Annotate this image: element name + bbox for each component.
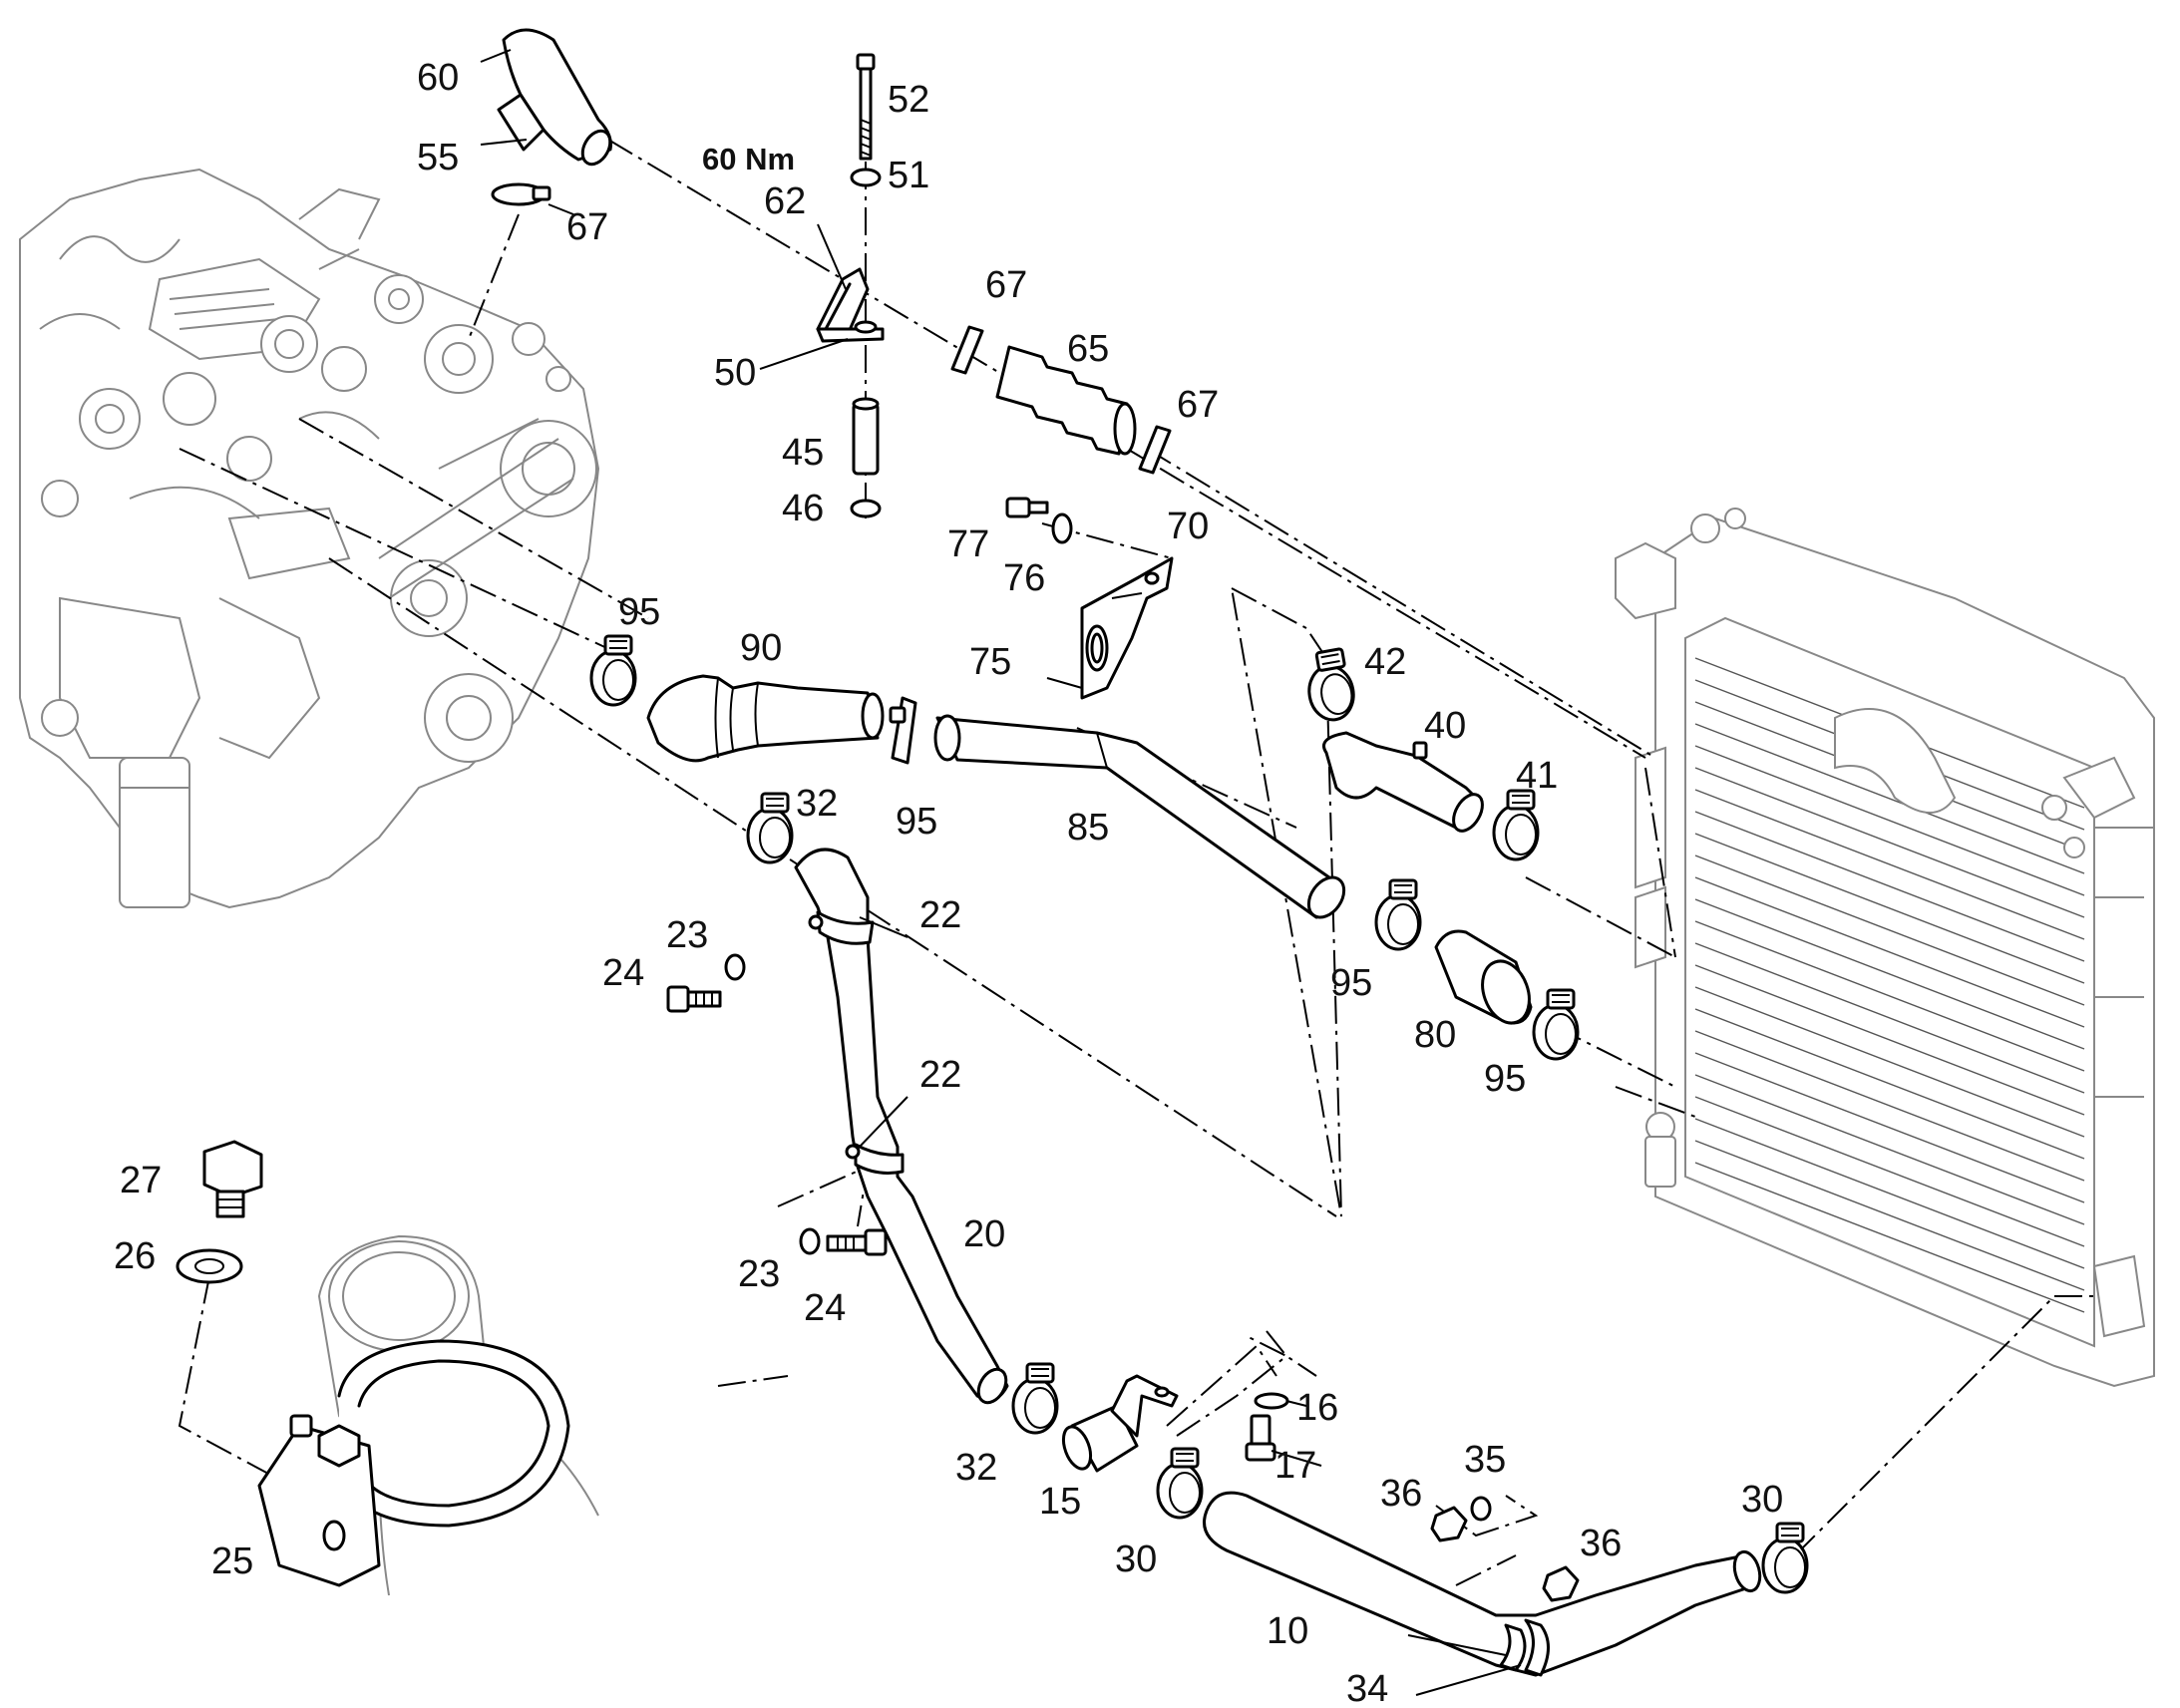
part-67-clamp-c [1138,425,1172,475]
callout-label: 23 [738,1253,780,1295]
callout-label: 67 [1177,384,1219,426]
callout-label: 17 [1274,1445,1316,1487]
part-15-fitting [1061,1374,1179,1473]
callout-label: 70 [1167,506,1209,547]
callout-label: 34 [1346,1668,1388,1708]
callout-label: 50 [714,352,756,394]
part-67-clamp-b [950,325,984,375]
callout-label: 22 [919,894,961,936]
part-45-spacer [852,397,880,476]
callout-label: 27 [120,1160,162,1201]
callout-label: 62 [764,180,806,222]
callout-label: 95 [618,591,660,633]
part-62-bracket [816,267,885,343]
callout-label: 35 [1464,1439,1506,1481]
part-80-sleeve [1434,929,1533,1025]
callout-label: 90 [740,627,782,669]
callout-label: 45 [782,432,824,474]
engine-illustration [19,168,600,909]
callout-label: 65 [1067,328,1109,370]
callout-label: 80 [1414,1014,1456,1056]
part-76-washer [1051,512,1073,544]
part-60-upper-hose [497,28,612,167]
part-46-washer [850,499,882,518]
callout-label: 46 [782,488,824,529]
part-65-bellows-hose [995,345,1137,456]
callout-label: 22 [919,1054,961,1096]
part-30-clamp-b [1761,1522,1809,1594]
part-95-clamp-d [1532,988,1580,1061]
part-40-hose [1322,731,1484,833]
callout-label: 77 [947,523,989,565]
part-20-pipe [794,848,1009,1405]
callout-label: 16 [1296,1387,1338,1429]
callout-label: 24 [804,1287,846,1329]
part-23-washer-a [724,953,746,981]
part-85-pipe [933,714,1346,919]
callout-label: 67 [985,264,1027,306]
part-30-clamp-a [1156,1447,1204,1520]
callout-label: 36 [1580,1523,1622,1564]
part-70-bracket [1080,556,1174,700]
leader-lines [480,49,1522,1696]
part-42-clamp [1300,646,1359,725]
part-27-bolt [202,1140,263,1218]
part-25-bracket-band [257,1339,570,1587]
callout-label: 67 [566,206,608,248]
callout-label: 95 [1484,1058,1526,1100]
callout-label: 30 [1115,1538,1157,1580]
callout-label: 24 [602,952,644,994]
part-67-clamp [491,182,551,206]
callout-label: 32 [955,1447,997,1489]
part-35-washer [1470,1496,1492,1522]
part-17-bolt [1245,1414,1276,1462]
radiator-illustration [1615,508,2155,1388]
callout-label: 32 [796,783,838,825]
part-23-washer-b [799,1227,821,1255]
callout-label: 55 [417,137,459,178]
callout-label: 42 [1364,641,1406,683]
callout-label: 51 [888,155,929,196]
callout-label: 36 [1380,1473,1422,1515]
part-95-clamp-a [589,634,637,707]
callout-label: 30 [1741,1479,1783,1521]
part-24-bolt-b [826,1228,888,1256]
part-95-clamp-c [1374,878,1422,951]
part-51-washer [850,168,882,187]
part-16-washer [1254,1392,1289,1410]
torque-label: 60 Nm [702,142,795,176]
part-77-bolt [1005,497,1049,518]
callout-label: 15 [1039,1481,1081,1523]
callout-label: 60 [417,57,459,99]
callout-label: 20 [963,1213,1005,1255]
callout-label: 25 [211,1540,253,1582]
part-32-clamp-b [1011,1362,1059,1435]
part-32-clamp-a [746,792,794,864]
part-24-bolt-a [666,985,722,1013]
callout-label: 10 [1267,1610,1308,1652]
callout-label: 23 [666,914,708,956]
part-36-nut-a [1430,1506,1468,1542]
part-90-hose [646,674,885,763]
part-52-bolt [856,53,876,161]
part-26-washer [176,1248,243,1284]
callout-label: 85 [1067,807,1109,849]
callout-label: 95 [1330,962,1372,1004]
part-41-clamp [1492,789,1540,861]
callout-label: 40 [1424,705,1466,747]
callout-labels: 60 Nm 60 55 67 52 51 62 50 45 46 67 65 6… [114,57,1783,1708]
part-10-hose [1203,1491,1762,1677]
part-36-nut-b [1542,1565,1580,1602]
callout-label: 95 [896,801,937,843]
callout-label: 26 [114,1235,156,1277]
part-95-clamp-b [889,696,917,765]
callout-label: 75 [969,641,1011,683]
callout-label: 41 [1516,755,1558,797]
parts [176,28,1809,1677]
callout-label: 76 [1003,557,1045,599]
callout-label: 52 [888,79,929,121]
